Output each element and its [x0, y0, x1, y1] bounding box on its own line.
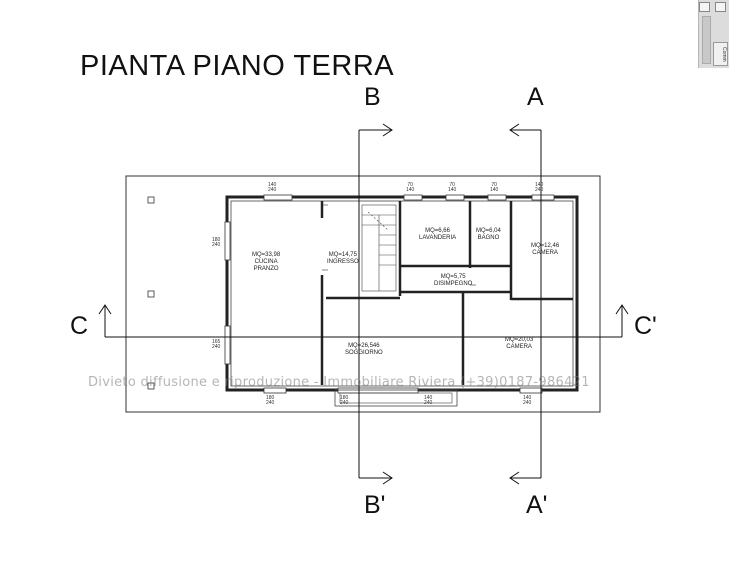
room-area: MQ=6,04	[476, 228, 501, 234]
entrance-step	[334, 389, 458, 407]
room-area: MQ=20,03	[505, 337, 534, 343]
section-lines	[98, 123, 629, 485]
drawing-title: PIANTA PIANO TERRA	[80, 50, 395, 82]
viewer-scrollbar[interactable]	[702, 16, 711, 64]
room-area: MQ=5,75	[440, 274, 466, 280]
room-area: MQ=12,46	[531, 243, 560, 249]
room-name: CAMERA	[532, 250, 558, 256]
building-walls-inner	[230, 200, 574, 387]
building-walls	[225, 195, 579, 392]
room-bagno: MQ=6,04 BAGNO	[476, 228, 501, 242]
entrance-step-inner	[339, 392, 453, 404]
terrace-outline	[125, 175, 601, 413]
room-camera-2: MQ=20,03 CAMERA	[505, 337, 533, 351]
room-area: MQ=6,66	[425, 228, 450, 234]
post-marker	[147, 290, 155, 298]
room-disimpegno: MQ=5,75 DISIMPEGNO	[434, 274, 472, 288]
section-label-b-prime: B'	[364, 491, 386, 519]
section-label-c: C	[70, 312, 89, 340]
post-marker	[147, 382, 155, 390]
section-label-a-prime: A'	[526, 491, 548, 519]
room-lavanderia: MQ=6,66 LAVANDERIA	[419, 228, 456, 242]
section-label-b: B	[364, 83, 381, 111]
staircase	[361, 204, 397, 292]
room-name: BAGNO	[477, 235, 500, 241]
room-soggiorno: MQ=26,546 SOGGIORNO	[345, 343, 383, 357]
room-cucina: MQ=33,98 CUCINA PRANZO	[252, 252, 280, 273]
room-name: CAMERA	[506, 344, 532, 350]
section-label-a: A	[527, 83, 544, 111]
room-area: MQ=26,546	[348, 343, 380, 349]
room-area: MQ=33,98	[252, 252, 281, 258]
watermark-text: Divieto diffusione e riproduzione - Immo…	[88, 375, 590, 390]
room-ingresso: MQ=14,75 INGRESSO	[327, 252, 359, 266]
room-name: PRANZO	[253, 266, 279, 272]
interior-walls	[320, 201, 573, 385]
room-area: MQ=14,75	[328, 252, 357, 258]
viewer-toolbar: Comm	[698, 0, 729, 68]
room-name: CUCINA	[254, 259, 278, 265]
lock-icon[interactable]	[715, 2, 726, 12]
room-name: SOGGIORNO	[345, 350, 383, 356]
room-name: DISIMPEGNO	[434, 281, 473, 287]
comments-panel-tab[interactable]: Comm	[713, 42, 728, 66]
window-marks	[224, 194, 555, 394]
section-label-c-prime: C'	[634, 312, 657, 340]
door-openings	[322, 204, 476, 286]
room-name: INGRESSO	[327, 259, 359, 265]
post-marker	[147, 196, 155, 204]
room-name: LAVANDERIA	[419, 235, 457, 241]
room-camera-1: MQ=12,46 CAMERA	[531, 243, 559, 257]
page-view-icon[interactable]	[699, 2, 710, 12]
